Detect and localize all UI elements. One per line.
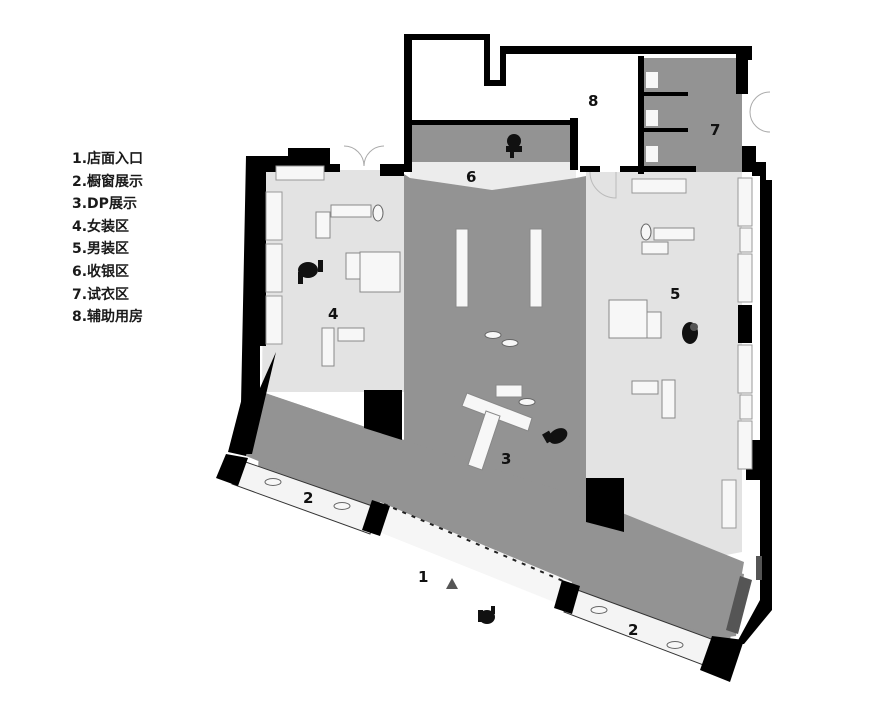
mens-zone-floor [586,172,742,560]
zone-label-window-left: 2 [303,489,313,507]
entrance-threshold-line [383,503,571,585]
person-icon-cashier [506,134,522,158]
mens-wall-shelf-2 [739,394,753,420]
dp-stool [518,398,536,406]
womens-bench-horizontal [337,327,365,342]
womens-table-long [330,204,372,218]
womens-wall-rack-3 [265,295,283,345]
window-right-stool-2 [666,641,684,649]
mens-display-table [608,299,648,339]
zone-label-womens: 4 [328,305,338,323]
window-left-stool-1 [264,478,282,486]
womens-display-small [345,252,361,280]
mens-table-small [641,241,669,255]
central-rack-left [455,228,469,308]
cashier-side-wall [570,118,578,170]
zone-label-fitting: 7 [710,121,720,139]
legend-item-window-display: 2.橱窗展示 [72,173,144,190]
legend-item-dp-display: 3.DP展示 [72,196,137,213]
window-left-stool-2 [333,502,351,510]
fitting-front-wall [620,166,696,172]
mens-display-small [646,311,662,339]
womens-display-table [359,251,401,293]
mens-table-long [653,227,695,241]
womens-wall-rack-1 [265,191,283,241]
womens-entry-door [343,145,385,167]
legend-item-mens: 5.男装区 [72,241,130,258]
legend-item-entrance: 1.店面入口 [72,151,144,167]
mens-exterior-wall [736,146,772,644]
womens-zone-floor [262,170,404,392]
zone-label-auxiliary: 8 [588,92,598,110]
fitting-side-door [749,91,771,133]
fitting-area-floor [644,58,742,174]
cashier-back-floor [412,124,576,162]
womens-rack-top [275,165,325,181]
fitting-partition [638,56,644,174]
womens-wall-rack-2 [265,243,283,293]
womens-table-side [315,211,331,239]
cashier-back-wall [406,120,578,125]
entrance-strip [374,502,572,606]
right-corner-pillar [700,636,744,682]
zone-label-mens: 5 [670,285,680,303]
entrance-pillar-right [554,580,580,614]
mens-wall-rack-3 [737,344,753,394]
person-icon-mens [682,322,698,344]
fitting-stall-divider-2 [638,128,688,132]
mens-wall-rack-4 [737,420,753,470]
fitting-stall-divider-1 [638,92,688,96]
central-stool-2 [501,339,519,347]
mens-top-wall-stub [580,166,600,172]
legend-item-auxiliary: 8.辅助用房 [72,309,144,326]
diagonal-corridor-floor [246,392,744,640]
mens-bench-vertical [661,379,676,419]
dp-t-table [461,392,533,471]
right-service-fixture [756,556,762,580]
person-icon-dp [542,428,568,444]
dp-side-table [495,384,523,398]
mens-wall-rack-2 [737,253,753,303]
womens-top-wall-right [380,164,404,176]
mens-service-door [589,171,617,199]
fitting-wall-top [736,54,748,94]
left-diagonal-wall [228,390,262,456]
legend-item-cashier: 6.收银区 [72,263,130,280]
entrance-pillar-left [362,500,390,536]
window-right-stool-1 [590,606,608,614]
zone-label-dp-display: 3 [501,450,511,468]
womens-mirror [372,204,384,222]
central-stool-1 [484,331,502,339]
person-icon-entrance [478,606,495,624]
right-diagonal-glazing [726,576,752,634]
mens-wall-rack-1 [737,177,753,227]
mens-wall-rack-5 [721,479,737,529]
womens-exterior-wall [240,148,340,454]
central-rack-right [529,228,543,308]
auxiliary-room-wall [404,34,752,172]
fitting-seat-2 [646,110,658,126]
cashier-counter [410,162,576,190]
womens-partition-block [364,390,402,440]
mens-partition-block [586,478,624,532]
zone-label-entrance: 1 [418,568,428,586]
person-icon-womens [298,260,323,284]
left-corner-pillar [216,454,248,486]
mens-bench-horizontal [631,380,659,395]
mens-rack-top [631,178,687,194]
mens-mirror [640,223,652,241]
zone-label-window-right: 2 [628,621,638,639]
entrance-arrow-icon [446,578,458,589]
fitting-seat-3 [646,146,658,162]
womens-bench-vertical [321,327,335,367]
fitting-seat-1 [646,72,658,88]
mens-wall-pillar [738,305,752,343]
legend-item-womens: 4.女装区 [72,218,130,235]
mens-wall-shelf-1 [739,227,753,253]
legend: 1.店面入口 2.橱窗展示 3.DP展示 4.女装区 5.男装区 6.收银区 7… [72,148,143,329]
zone-label-cashier: 6 [466,168,476,186]
legend-item-fitting: 7.试衣区 [72,286,130,303]
